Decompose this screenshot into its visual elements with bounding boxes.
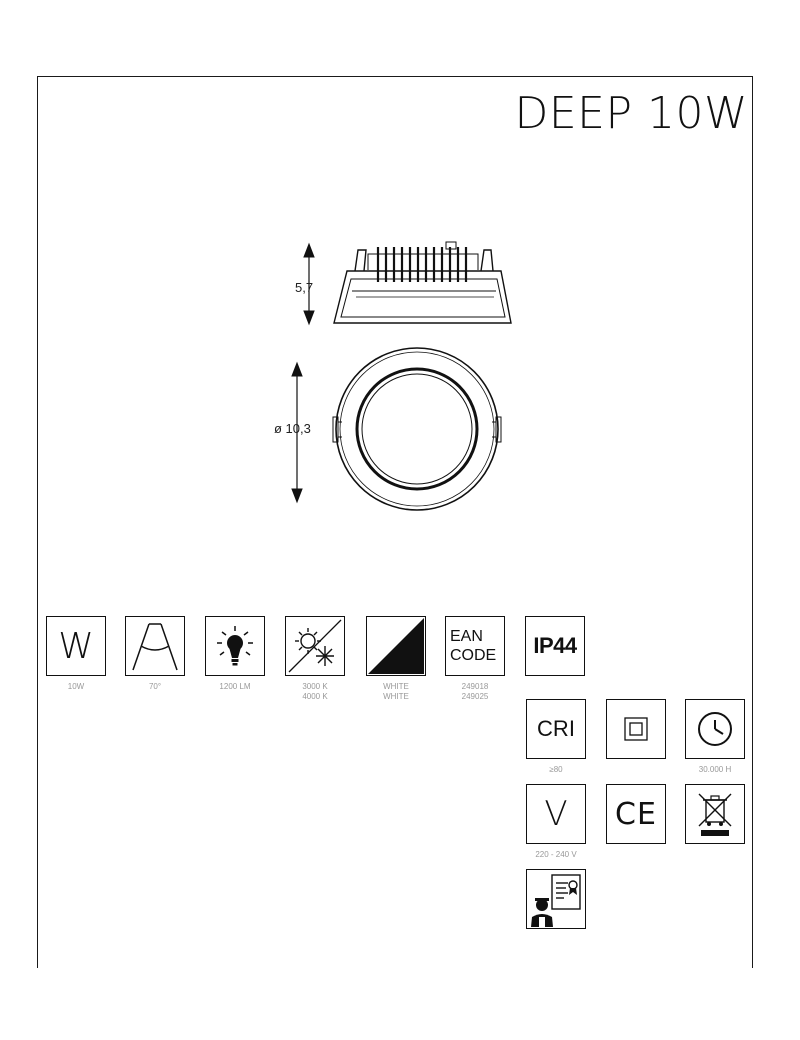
ean-code-icon: EAN CODE bbox=[445, 616, 505, 676]
ce-mark-symbol: CE bbox=[615, 796, 657, 832]
cri-icon: CRI bbox=[526, 699, 586, 759]
wattage-caption: 10W bbox=[67, 682, 85, 691]
voltage-icon: V bbox=[526, 784, 586, 844]
color-temperature-icon bbox=[285, 616, 345, 676]
voltage-symbol: V bbox=[544, 794, 568, 834]
top-view-drawing bbox=[332, 347, 502, 511]
height-label: 5,7 bbox=[295, 280, 314, 295]
cri-caption: ≥80 bbox=[549, 765, 563, 774]
lifetime-caption: 30.000 H bbox=[698, 765, 732, 774]
cri-symbol: CRI bbox=[537, 716, 575, 741]
diameter-label: ø 10,3 bbox=[274, 421, 311, 436]
ean-caption-2: 249025 bbox=[461, 692, 489, 701]
ip-rating-symbol: IP44 bbox=[533, 633, 577, 658]
diameter-dimension-arrow bbox=[291, 361, 303, 504]
lightbulb-icon bbox=[205, 616, 265, 676]
beam-angle-caption: 70° bbox=[148, 682, 162, 691]
ean-caption-1: 249018 bbox=[461, 682, 489, 691]
wattage-symbol: W bbox=[58, 625, 94, 667]
ce-mark-icon: CE bbox=[606, 784, 666, 844]
side-view-drawing bbox=[333, 241, 512, 324]
product-title: DEEP 10W bbox=[514, 88, 748, 139]
temperature-caption-1: 3000 K bbox=[302, 682, 328, 691]
wattage-icon: W bbox=[46, 616, 106, 676]
height-dimension-arrow bbox=[303, 242, 315, 326]
ean-line-2: CODE bbox=[450, 647, 497, 664]
beam-angle-icon bbox=[125, 616, 185, 676]
finish-caption-2: WHITE bbox=[383, 692, 409, 701]
sheet-frame bbox=[37, 76, 753, 968]
voltage-caption: 220 - 240 V bbox=[535, 850, 577, 859]
installer-certificate-icon bbox=[526, 869, 586, 929]
class-ii-insulation-icon bbox=[606, 699, 666, 759]
finish-caption-1: WHITE bbox=[383, 682, 409, 691]
finish-color-icon bbox=[366, 616, 426, 676]
weee-bin-icon bbox=[685, 784, 745, 844]
lumen-caption: 1200 LM bbox=[219, 682, 251, 691]
ip-rating-icon: IP44 bbox=[525, 616, 585, 676]
temperature-caption-2: 4000 K bbox=[302, 692, 328, 701]
clock-icon bbox=[685, 699, 745, 759]
ean-line-1: EAN bbox=[450, 628, 483, 645]
